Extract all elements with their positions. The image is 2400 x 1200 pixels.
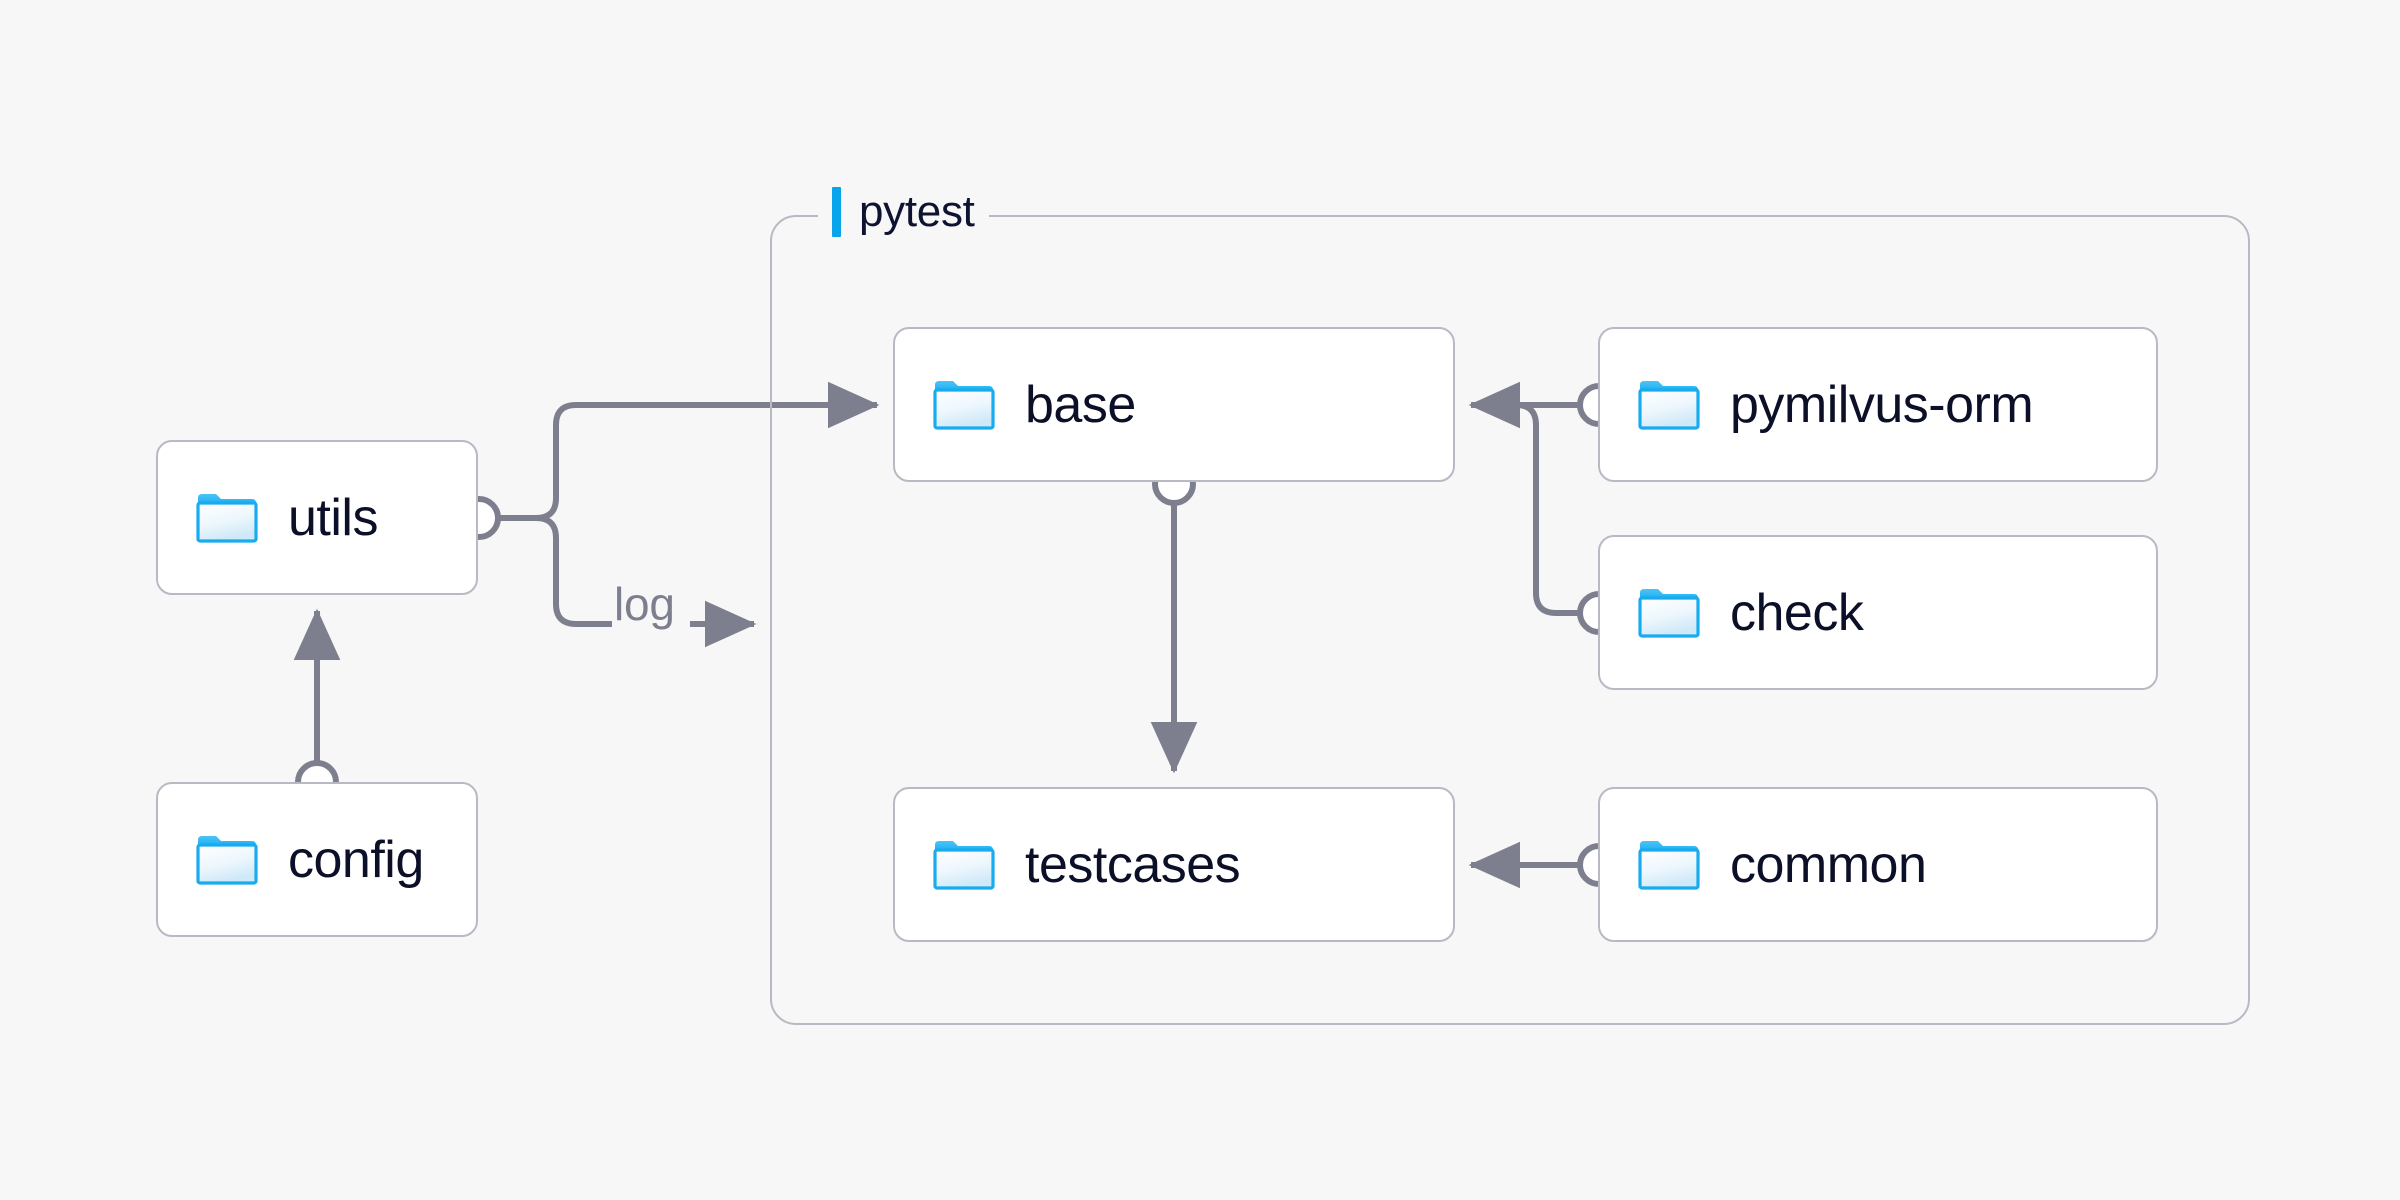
folder-icon [1638, 839, 1700, 891]
folder-icon [1638, 587, 1700, 639]
node-label: pymilvus-orm [1730, 375, 2034, 434]
node-utils[interactable]: utils [156, 440, 478, 595]
node-label: testcases [1025, 835, 1241, 894]
node-check[interactable]: check [1598, 535, 2158, 690]
folder-icon [196, 834, 258, 886]
node-common[interactable]: common [1598, 787, 2158, 942]
folder-icon [1638, 379, 1700, 431]
pytest-group[interactable] [770, 215, 2250, 1025]
group-accent-bar [832, 187, 841, 237]
group-label-text: pytest [859, 187, 975, 236]
folder-icon [196, 492, 258, 544]
node-label: config [288, 830, 424, 889]
folder-icon [933, 379, 995, 431]
pytest-group-label: pytest [818, 185, 989, 239]
node-label: utils [288, 488, 378, 547]
node-label: check [1730, 583, 1864, 642]
edge-utils-to-log [535, 515, 612, 627]
node-label: base [1025, 375, 1136, 434]
node-testcases[interactable]: testcases [893, 787, 1455, 942]
node-pymilvus-orm[interactable]: pymilvus-orm [1598, 327, 2158, 482]
node-label: common [1730, 835, 1927, 894]
node-config[interactable]: config [156, 782, 478, 937]
edge-label-log: log [614, 578, 675, 630]
folder-icon [933, 839, 995, 891]
node-base[interactable]: base [893, 327, 1455, 482]
